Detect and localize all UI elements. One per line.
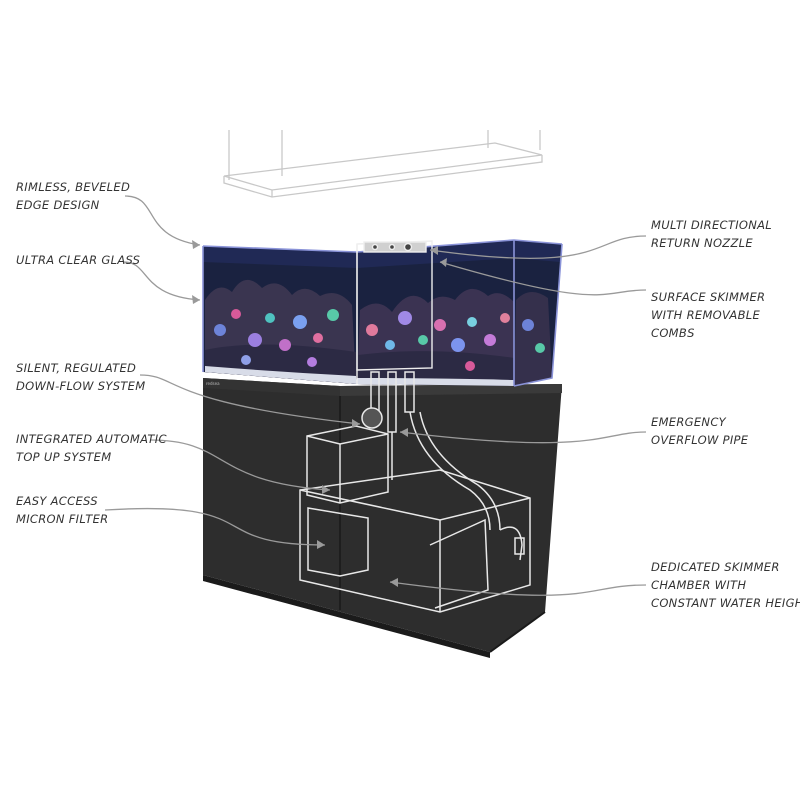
- leader-chamber: [389, 581, 647, 596]
- callout-surface-skimmer: SURFACE SKIMMER WITH REMOVABLE COMBS: [651, 288, 765, 342]
- callout-line: EMERGENCY: [651, 415, 726, 429]
- callout-line: DEDICATED SKIMMER: [651, 560, 780, 574]
- callout-line: COMBS: [651, 326, 695, 340]
- callout-line: OVERFLOW PIPE: [651, 433, 749, 447]
- brand-logo: redsea: [206, 381, 220, 386]
- glass-edges: [202, 239, 563, 387]
- callout-line: MICRON FILTER: [16, 512, 109, 526]
- plumbing-and-sump: [299, 371, 531, 613]
- cabinet: redsea: [203, 378, 562, 658]
- leader-rimless: [124, 195, 201, 246]
- callout-line: DOWN-FLOW SYSTEM: [16, 379, 146, 393]
- leader-arrowheads: [192, 240, 447, 587]
- leader-downflow: [139, 374, 361, 425]
- leader-overflow: [399, 431, 647, 444]
- leader-skimmer: [439, 261, 647, 296]
- callout-down-flow-system: SILENT, REGULATED DOWN-FLOW SYSTEM: [16, 359, 145, 395]
- callout-return-nozzle: MULTI DIRECTIONAL RETURN NOZZLE: [651, 216, 772, 252]
- leader-glass: [123, 261, 201, 301]
- callout-line: SILENT, REGULATED: [16, 361, 137, 375]
- callout-line: WITH REMOVABLE: [651, 308, 761, 322]
- callout-line: TOP UP SYSTEM: [16, 450, 112, 464]
- callout-line: RETURN NOZZLE: [651, 236, 753, 250]
- callout-line: ULTRA CLEAR GLASS: [16, 253, 141, 267]
- callout-line: EASY ACCESS: [16, 494, 98, 508]
- leader-nozzle: [429, 235, 647, 260]
- callout-ultra-clear-glass: ULTRA CLEAR GLASS: [16, 251, 140, 269]
- leader-lines: [104, 195, 647, 596]
- callout-line: SURFACE SKIMMER: [651, 290, 766, 304]
- callout-emergency-overflow: EMERGENCY OVERFLOW PIPE: [651, 413, 748, 449]
- callout-line: CONSTANT WATER HEIGHT: [651, 596, 800, 610]
- callout-auto-top-up: INTEGRATED AUTOMATIC TOP UP SYSTEM: [16, 430, 167, 466]
- corals: [214, 309, 545, 371]
- callout-skimmer-chamber: DEDICATED SKIMMER CHAMBER WITH CONSTANT …: [651, 558, 800, 612]
- callout-line: INTEGRATED AUTOMATIC: [16, 432, 167, 446]
- callout-line: EDGE DESIGN: [16, 198, 100, 212]
- leader-filter: [104, 507, 326, 546]
- callout-rimless-edge: RIMLESS, BEVELED EDGE DESIGN: [16, 178, 130, 214]
- callout-line: CHAMBER WITH: [651, 578, 747, 592]
- leader-topup: [149, 439, 331, 491]
- overflow-box: [356, 240, 433, 384]
- callout-line: RIMLESS, BEVELED: [16, 180, 131, 194]
- light-fixture: [223, 130, 543, 198]
- tank: [202, 239, 563, 387]
- callout-micron-filter: EASY ACCESS MICRON FILTER: [16, 492, 108, 528]
- callout-line: MULTI DIRECTIONAL: [651, 218, 773, 232]
